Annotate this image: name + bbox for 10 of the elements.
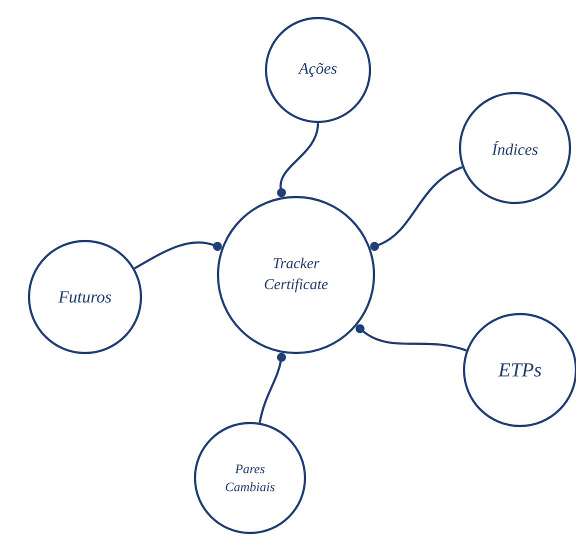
connector <box>134 241 222 270</box>
circle-node: Futuros <box>28 240 142 354</box>
connector <box>356 324 467 352</box>
circle-node: Pares Cambiais <box>194 422 306 534</box>
connector <box>258 352 286 423</box>
connector <box>276 122 320 198</box>
circle-node: Tracker Certificate <box>216 196 376 354</box>
connector <box>370 166 463 251</box>
circle-node: Ações <box>264 16 372 124</box>
circle-node: Índices <box>458 92 572 204</box>
